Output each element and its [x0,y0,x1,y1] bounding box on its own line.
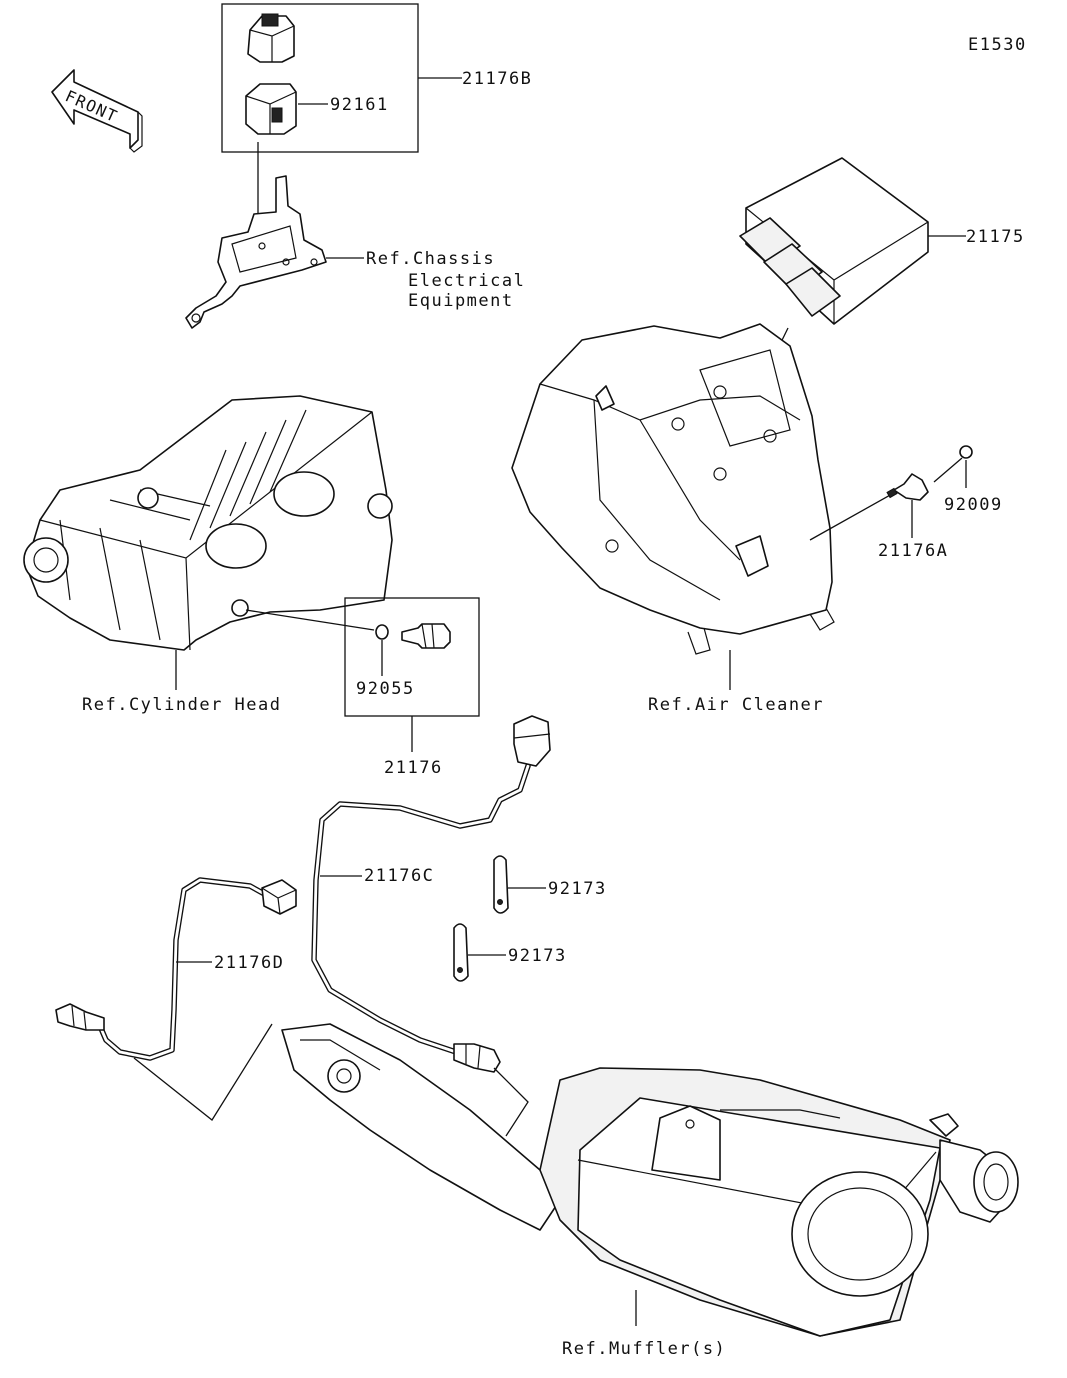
label-muffler-ref: Ref.Muffler(s) [562,1339,726,1359]
diagram-code: E1530 [968,35,1027,55]
oxygen-sensor-21176C: 21176C [311,715,551,1137]
sensor-probe-21176C [453,1043,501,1073]
label-92173-b: 92173 [508,946,567,966]
oxygen-sensor-21176D: 21176D [55,877,297,1121]
label-chassis-ref-2: Electrical [408,271,525,291]
label-92009: 92009 [944,495,1003,515]
sensor-21176A: 21176A [809,473,948,561]
label-chassis-ref-3: Equipment [408,291,514,311]
label-air-cleaner-ref: Ref.Air Cleaner [648,695,824,715]
label-21176C: 21176C [364,866,434,886]
temperature-sensor [401,623,451,649]
cable-strap-92173-a: 92173 [493,855,607,914]
ecu-21175: 21175 [739,157,1025,423]
label-21176A: 21176A [878,541,948,561]
relay-92161 [245,83,297,135]
washer-92055 [375,624,389,640]
label-cylinder-head-ref: Ref.Cylinder Head [82,695,282,715]
relay-cap [247,13,295,63]
sensor-connector-21176D [261,879,297,915]
sensor-connector-21176C [513,715,551,767]
label-21176D: 21176D [214,953,284,973]
label-21176: 21176 [384,758,443,778]
label-92055: 92055 [356,679,415,699]
label-92173-a: 92173 [548,879,607,899]
sensor-assembly-21176: 92055 21176 [245,597,480,778]
label-chassis-ref-1: Ref.Chassis [366,249,495,269]
bolt-92009: 92009 [933,445,1003,515]
relay-callout-box [221,3,419,153]
label-92161: 92161 [330,95,389,115]
air-cleaner-housing: Ref.Air Cleaner [511,323,835,715]
cylinder-head: Ref.Cylinder Head [23,395,393,715]
chassis-bracket: Ref.Chassis Electrical Equipment [185,175,525,329]
label-21175: 21175 [966,227,1025,247]
cable-strap-92173-b: 92173 [453,923,567,982]
label-21176B: 21176B [462,69,532,89]
sensor-probe-21176D [55,1003,105,1031]
front-arrow-icon: FRONT [51,69,143,153]
muffler: Ref.Muffler(s) [281,1023,1019,1359]
relay-assembly-21176B: 92161 21176B [221,3,532,214]
